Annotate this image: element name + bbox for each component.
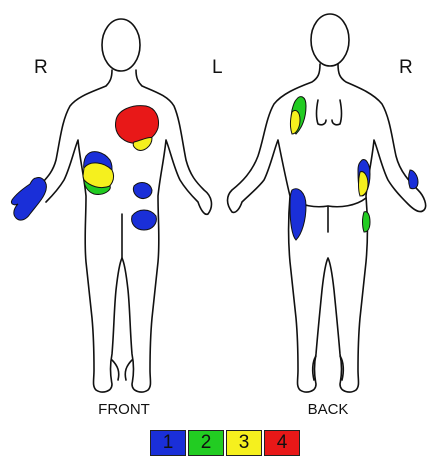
front-hand-level-1 [11,178,46,220]
legend-level-4-label: 4 [277,432,288,453]
front-body-outline [36,19,211,392]
back-right-side-label: R [399,58,413,77]
severity-legend: 1 2 3 4 [150,430,300,456]
front-view-caption: FRONT [84,402,164,417]
back-view-caption: BACK [288,402,368,417]
legend-level-3: 3 [226,430,262,456]
front-hip-level-1 [133,183,152,199]
back-pain-regions [290,97,418,240]
front-thigh-level-1 [132,210,157,230]
front-right-side-label: R [34,58,48,77]
legend-level-2: 2 [188,430,224,456]
legend-level-4: 4 [264,430,300,456]
legend-level-1-label: 1 [163,432,174,453]
front-left-side-label: L [212,58,223,77]
back-thigh-level-2 [363,212,371,232]
back-buttock-level-1 [290,189,306,240]
legend-level-3-label: 3 [239,432,250,453]
legend-level-2-label: 2 [201,432,212,453]
legend-level-1: 1 [150,430,186,456]
back-body-outline [228,14,426,392]
back-hand-level-1 [409,170,419,189]
